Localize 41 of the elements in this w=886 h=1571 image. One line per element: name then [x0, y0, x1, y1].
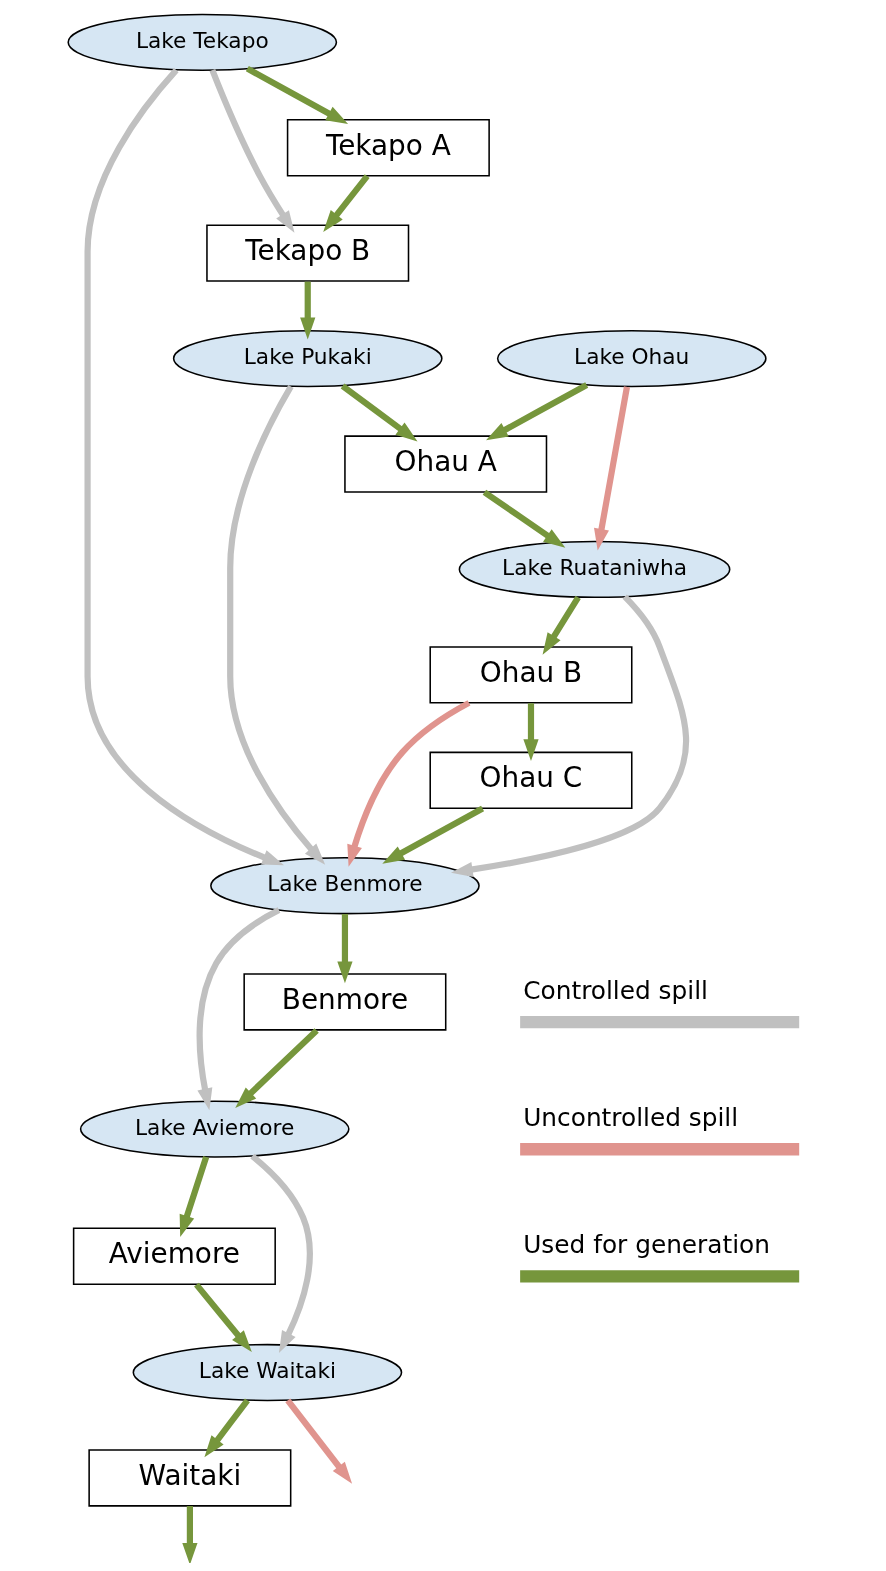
node-ellipse: Lake Pukaki: [172, 329, 443, 388]
arrow: [196, 907, 281, 1111]
node-box: Benmore: [243, 973, 447, 1031]
node-box: Ohau A: [344, 435, 548, 493]
arrow: [523, 703, 539, 762]
arrow: [340, 383, 418, 442]
node-ellipse: Lake Ohau: [496, 329, 767, 388]
arrow: [245, 65, 349, 125]
node-box: Ohau B: [429, 646, 633, 704]
arrow: [84, 68, 285, 866]
arrow: [542, 595, 581, 655]
arrow: [486, 382, 589, 441]
legend-label: Used for generation: [523, 1229, 771, 1259]
node-box: Waitaki: [88, 1449, 292, 1507]
arrow: [209, 69, 295, 233]
arrow: [482, 489, 566, 548]
arrow: [323, 174, 370, 232]
legend-label: Uncontrolled spill: [523, 1102, 739, 1132]
node-ellipse: Lake Benmore: [210, 857, 480, 915]
arrow: [382, 805, 485, 864]
node-box: Aviemore: [72, 1227, 276, 1285]
arrow: [285, 1398, 353, 1484]
arrow: [204, 1398, 250, 1458]
arrow: [179, 1156, 210, 1237]
arrow: [194, 1282, 252, 1352]
arrow: [347, 700, 471, 867]
node-ellipse: Lake Waitaki: [132, 1343, 403, 1402]
node-box: Ohau C: [429, 751, 633, 809]
arrow: [250, 1153, 313, 1353]
arrow: [300, 281, 316, 340]
node-ellipse: Lake Aviemore: [79, 1100, 350, 1158]
node-ellipse: Lake Tekapo: [67, 13, 338, 71]
legend-label: Controlled spill: [523, 975, 708, 1005]
arrow: [451, 594, 690, 877]
node-box: Tekapo B: [206, 224, 410, 282]
node-box: Tekapo A: [286, 119, 490, 177]
node-ellipse: Lake Ruataniwha: [458, 540, 731, 599]
arrow: [227, 384, 326, 865]
arrow: [594, 386, 631, 551]
arrow: [235, 1028, 319, 1109]
arrow: [337, 914, 353, 984]
